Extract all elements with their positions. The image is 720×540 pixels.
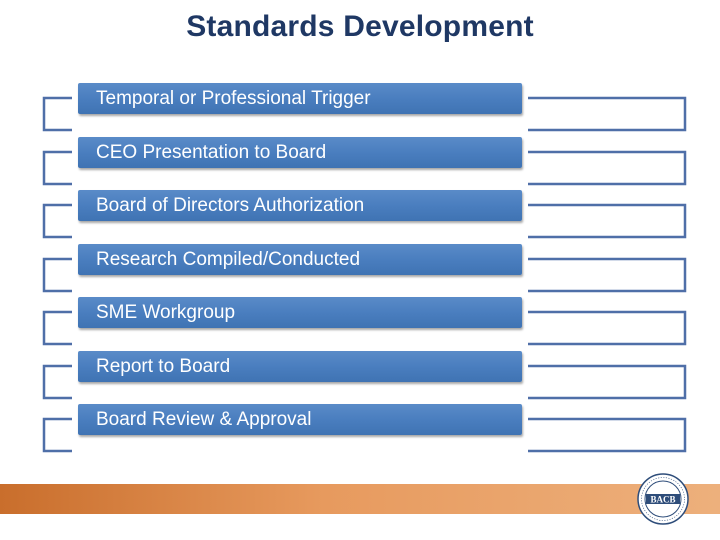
right-bracket-6 xyxy=(528,364,687,400)
left-bracket-3 xyxy=(42,203,72,239)
right-bracket-7 xyxy=(528,417,687,453)
left-bracket-1 xyxy=(42,96,72,132)
logo-text: BACB xyxy=(650,495,675,505)
step-sme-workgroup: SME Workgroup xyxy=(78,297,522,328)
footer-bar xyxy=(0,484,720,514)
left-bracket-5 xyxy=(42,310,72,346)
right-bracket-2 xyxy=(528,150,687,186)
right-bracket-3 xyxy=(528,203,687,239)
step-temporal-trigger: Temporal or Professional Trigger xyxy=(78,83,522,114)
step-ceo-presentation: CEO Presentation to Board xyxy=(78,137,522,168)
right-bracket-4 xyxy=(528,257,687,293)
step-research: Research Compiled/Conducted xyxy=(78,244,522,275)
page-title: Standards Development xyxy=(186,10,534,43)
left-bracket-6 xyxy=(42,364,72,400)
right-bracket-1 xyxy=(528,96,687,132)
left-bracket-4 xyxy=(42,257,72,293)
bacb-logo: BACB xyxy=(637,473,689,525)
step-report-to-board: Report to Board xyxy=(78,351,522,382)
right-bracket-5 xyxy=(528,310,687,346)
step-board-review: Board Review & Approval xyxy=(78,404,522,435)
left-bracket-2 xyxy=(42,150,72,186)
left-bracket-7 xyxy=(42,417,72,453)
step-board-authorization: Board of Directors Authorization xyxy=(78,190,522,221)
